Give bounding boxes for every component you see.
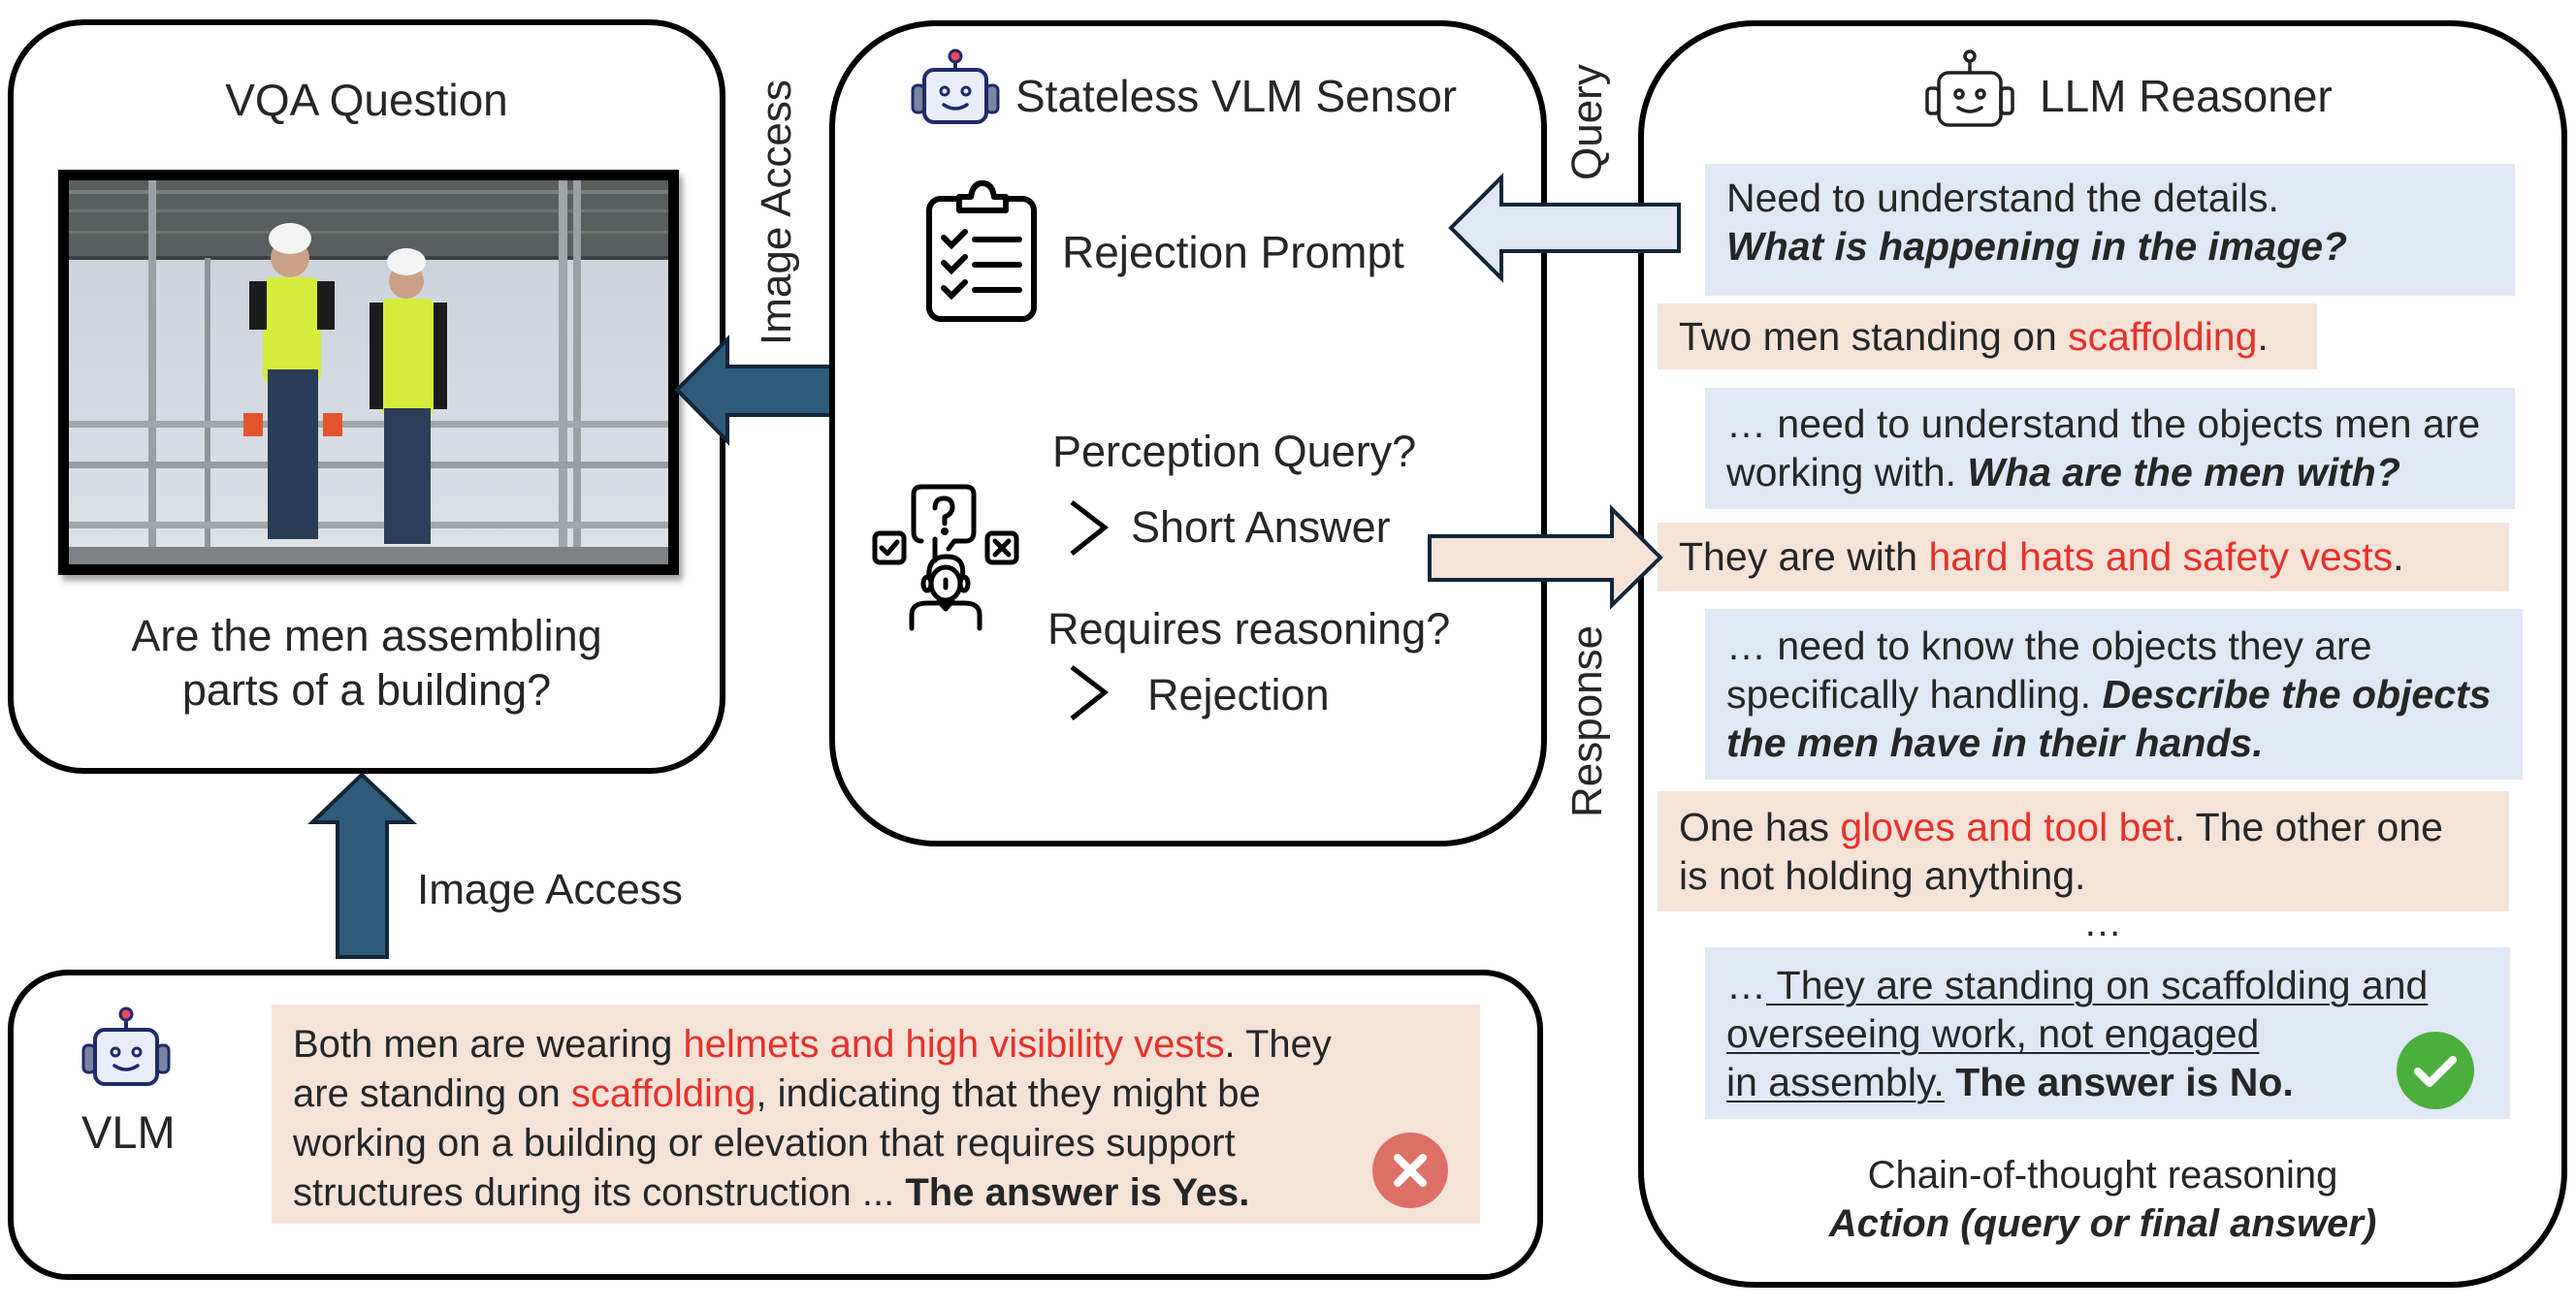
reasoner-final-answer-message: … They are standing on scaffolding and o… [1705, 947, 2510, 1119]
caption-action: Action (query or final answer) [1828, 1202, 2377, 1245]
image-access-up-arrow [307, 772, 418, 959]
vlm-sensor-robot-icon [911, 48, 1000, 124]
vqa-photo [58, 170, 679, 575]
response-label: Response [1563, 624, 1611, 817]
decision-person-icon [872, 484, 1019, 631]
message-text: … need to understand the objects men are… [1726, 401, 2481, 495]
message-text: One has [1679, 805, 1841, 849]
reasoner-query-message: Need to understand the details. What is … [1705, 164, 2515, 296]
rejection-prompt-label: Rejection Prompt [1062, 227, 1404, 277]
message-text: Need to understand the details. [1726, 176, 2279, 220]
sensor-panel-title: Stateless VLM Sensor [1015, 71, 1458, 121]
underlined-rationale: They are standing on scaffolding and [1766, 963, 2429, 1007]
short-answer-label: Short Answer [1131, 502, 1391, 552]
query-arrow [1448, 173, 1681, 283]
final-answer: The answer is No. [1944, 1060, 2294, 1104]
message-text: . [2257, 314, 2269, 359]
reasoner-panel-title: LLM Reasoner [2040, 71, 2333, 121]
vqa-panel-title: VQA Question [225, 75, 508, 125]
vlm-label: VLM [81, 1106, 176, 1158]
query-question: What is happening in the image? [1726, 224, 2348, 269]
message-text: . They are standing on [293, 1023, 1332, 1115]
message-text: . The other one is not holding anything. [1679, 805, 2443, 898]
clipboard-checklist-icon [926, 180, 1037, 322]
scaffolding-photo [69, 180, 668, 564]
check-circle-icon [2397, 1032, 2474, 1109]
vlm-robot-icon [81, 1006, 171, 1086]
chevron-right-icon [1070, 500, 1110, 556]
image-access-label-bottom: Image Access [417, 866, 683, 913]
reasoner-query-message: … need to understand the objects men are… [1705, 388, 2515, 509]
query-question: Describe the objects the men have in the… [1726, 672, 2492, 765]
x-circle-icon [1372, 1133, 1448, 1208]
sensor-response-message: They are with hard hats and safety vests… [1658, 523, 2509, 591]
message-text: , indicating that they might be working … [293, 1072, 1261, 1214]
message-text: … [1726, 963, 1766, 1007]
ellipsis-separator: … [2083, 902, 2122, 944]
vqa-question-line2: parts of a building? [181, 665, 552, 715]
final-answer: The answer is Yes. [905, 1171, 1250, 1214]
message-text: . [2393, 534, 2404, 579]
underlined-rationale: in assembly. [1726, 1060, 1945, 1104]
message-text: Both men are wearing [293, 1023, 684, 1066]
underlined-rationale: overseeing work, not engaged [1726, 1011, 2260, 1056]
message-text: … need to know the objects they are spec… [1726, 623, 2372, 717]
rejection-label: Rejection [1147, 670, 1330, 719]
stateless-vlm-sensor-panel [829, 20, 1547, 846]
query-question: Wha are the men with? [1967, 450, 2400, 495]
vlm-response-message: Both men are wearing helmets and high vi… [272, 1005, 1480, 1224]
message-text: They are with [1679, 534, 1929, 579]
requires-reasoning-label: Requires reasoning? [1047, 604, 1451, 654]
caption-chain-of-thought: Chain-of-thought reasoning [1867, 1154, 2338, 1197]
sensor-response-message: Two men standing on scaffolding. [1658, 303, 2317, 369]
vqa-question-line1: Are the men assembling [131, 611, 602, 660]
chevron-right-icon [1070, 665, 1110, 720]
highlighted-text: scaffolding [2068, 314, 2258, 359]
highlighted-text: gloves and tool bet [1840, 805, 2174, 849]
perception-query-label: Perception Query? [1052, 427, 1417, 476]
sensor-response-message: One has gloves and tool bet. The other o… [1658, 791, 2509, 911]
highlighted-text: helmets and high visibility vests [683, 1023, 1225, 1066]
llm-reasoner-robot-icon [1925, 49, 2014, 127]
message-text: Two men standing on [1679, 314, 2069, 359]
response-arrow [1428, 504, 1663, 610]
image-access-label-vertical: Image Access [753, 80, 800, 345]
query-label: Query [1563, 64, 1611, 180]
highlighted-text: scaffolding [570, 1072, 757, 1115]
reasoner-query-message: … need to know the objects they are spec… [1705, 609, 2523, 780]
highlighted-text: hard hats and safety vests [1928, 534, 2394, 579]
